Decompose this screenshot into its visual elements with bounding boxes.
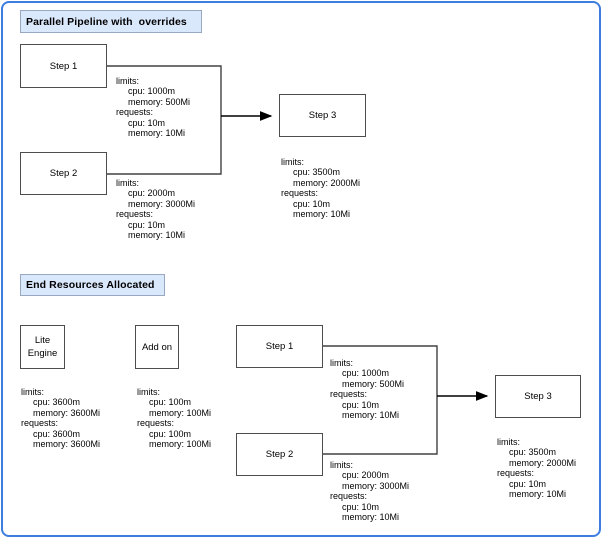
resource-line: memory: 3600Mi — [33, 407, 101, 418]
resource-line: memory: 100Mi — [149, 439, 212, 450]
node-top-step1: Step 1 — [20, 44, 107, 88]
resource-line: requests: — [116, 209, 154, 220]
resource-line: memory: 10Mi — [509, 489, 567, 500]
node-top-step3: Step 3 — [279, 94, 366, 137]
resource-line: cpu: 1000m — [342, 368, 390, 379]
resource-line: limits: — [497, 437, 520, 447]
resource-line: memory: 10Mi — [128, 230, 186, 241]
resource-line: memory: 100Mi — [149, 407, 212, 418]
resource-line: cpu: 3600m — [33, 397, 81, 408]
section-header-parallel-pipeline: Parallel Pipeline with overrides — [20, 10, 202, 33]
connector-bottom-merge — [322, 345, 438, 455]
node-bottom-step1: Step 1 — [236, 325, 323, 368]
node-bottom-step3: Step 3 — [495, 375, 581, 418]
resource-line: cpu: 100m — [149, 428, 192, 439]
resource-line: cpu: 100m — [149, 397, 192, 408]
resource-line: memory: 3600Mi — [33, 439, 101, 450]
resource-line: requests: — [116, 107, 154, 118]
resource-line: limits: — [116, 178, 139, 188]
resource-line: cpu: 2000m — [128, 188, 176, 199]
resource-line: limits: — [137, 387, 160, 397]
node-bottom-lite-engine: Lite Engine — [20, 325, 65, 369]
resource-line: cpu: 3500m — [293, 167, 341, 178]
section-header-end-resources: End Resources Allocated — [20, 274, 165, 296]
resource-line: memory: 10Mi — [342, 410, 400, 421]
resource-line: requests: — [497, 468, 535, 479]
resource-line: cpu: 2000m — [342, 470, 390, 481]
resource-line: cpu: 10m — [342, 399, 380, 410]
resource-line: requests: — [330, 389, 368, 400]
resource-line: limits: — [330, 358, 353, 368]
resource-line: limits: — [116, 76, 139, 86]
resource-line: memory: 10Mi — [128, 128, 186, 139]
resource-line: cpu: 3500m — [509, 447, 557, 458]
node-bottom-addon: Add on — [135, 325, 179, 369]
resource-line: limits: — [281, 157, 304, 167]
resource-line: cpu: 10m — [342, 501, 380, 512]
resource-line: memory: 500Mi — [342, 378, 405, 389]
resource-line: cpu: 1000m — [128, 86, 176, 97]
resource-line: cpu: 10m — [128, 219, 166, 230]
node-bottom-step2: Step 2 — [236, 433, 323, 476]
resource-line: limits: — [21, 387, 44, 397]
resource-line: limits: — [330, 460, 353, 470]
resource-line: cpu: 10m — [128, 117, 166, 128]
resource-line: memory: 500Mi — [128, 96, 191, 107]
resource-line: memory: 2000Mi — [509, 457, 577, 468]
resource-line: cpu: 3600m — [33, 428, 81, 439]
resource-line: cpu: 10m — [293, 198, 331, 209]
resource-line: requests: — [330, 491, 368, 502]
node-top-step2: Step 2 — [20, 152, 107, 195]
resource-line: requests: — [281, 188, 319, 199]
connector-top-merge — [106, 65, 222, 175]
resource-line: memory: 3000Mi — [128, 198, 196, 209]
resource-line: memory: 3000Mi — [342, 480, 410, 491]
resource-line: memory: 2000Mi — [293, 177, 361, 188]
resource-line: cpu: 10m — [509, 478, 547, 489]
resource-line: memory: 10Mi — [342, 512, 400, 523]
resource-line: requests: — [137, 418, 175, 429]
resource-line: requests: — [21, 418, 59, 429]
resource-line: memory: 10Mi — [293, 209, 351, 220]
